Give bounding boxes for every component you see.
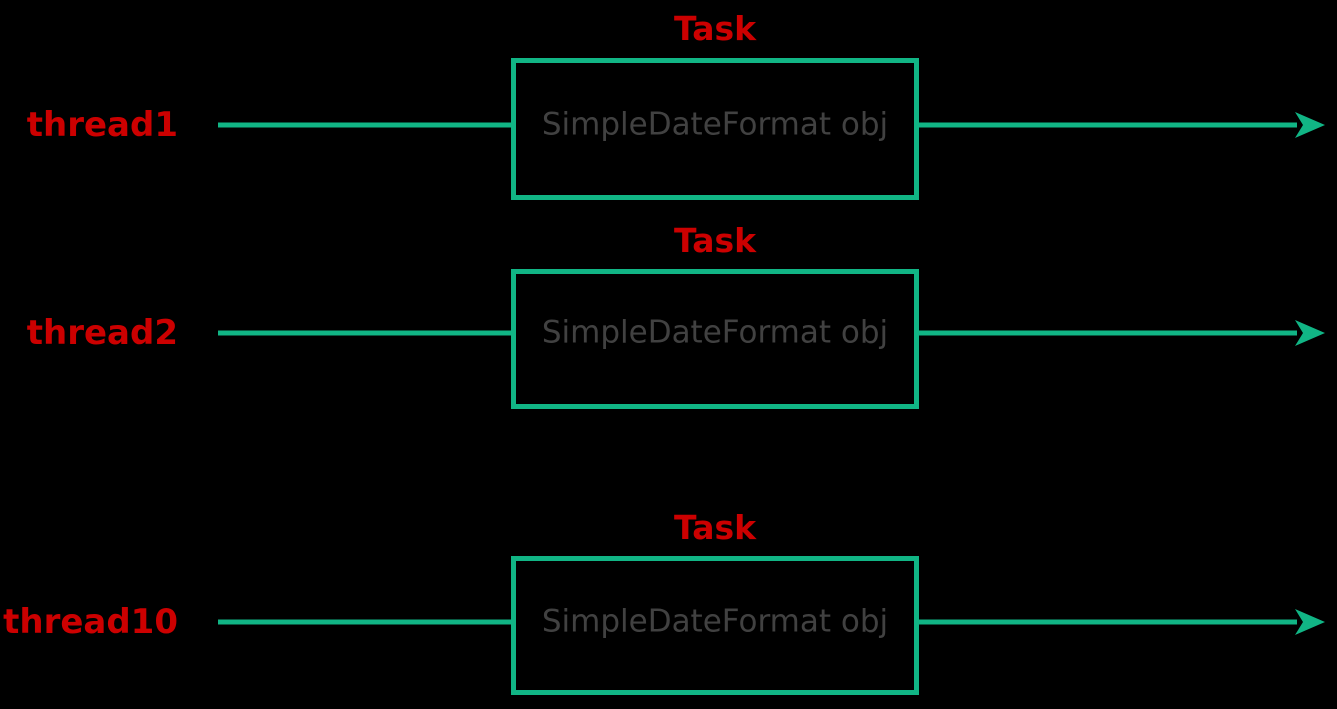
arrow-head-icon xyxy=(1293,606,1327,638)
thread-line-left-segment xyxy=(218,122,511,128)
task-box: SimpleDateFormat obj xyxy=(511,58,919,200)
task-caption: Task xyxy=(673,508,757,547)
thread-line-right-segment xyxy=(919,122,1297,128)
thread-line-right-segment xyxy=(919,619,1297,625)
task-box: SimpleDateFormat obj xyxy=(511,269,919,409)
task-box: SimpleDateFormat obj xyxy=(511,556,919,695)
thread-line-left-segment xyxy=(218,619,511,625)
arrow-head-icon xyxy=(1293,317,1327,349)
task-box-text: SimpleDateFormat obj xyxy=(541,314,889,351)
arrow-head-icon xyxy=(1293,109,1327,141)
thread-label: thread1 xyxy=(26,105,178,145)
thread-line-right-segment xyxy=(919,330,1297,336)
thread-line-left-segment xyxy=(218,330,511,336)
task-caption: Task xyxy=(673,9,757,48)
task-box-text: SimpleDateFormat obj xyxy=(541,106,889,143)
thread-label: thread10 xyxy=(3,602,178,642)
task-caption: Task xyxy=(673,221,757,260)
task-box-text: SimpleDateFormat obj xyxy=(541,603,889,640)
thread-label: thread2 xyxy=(26,313,178,353)
